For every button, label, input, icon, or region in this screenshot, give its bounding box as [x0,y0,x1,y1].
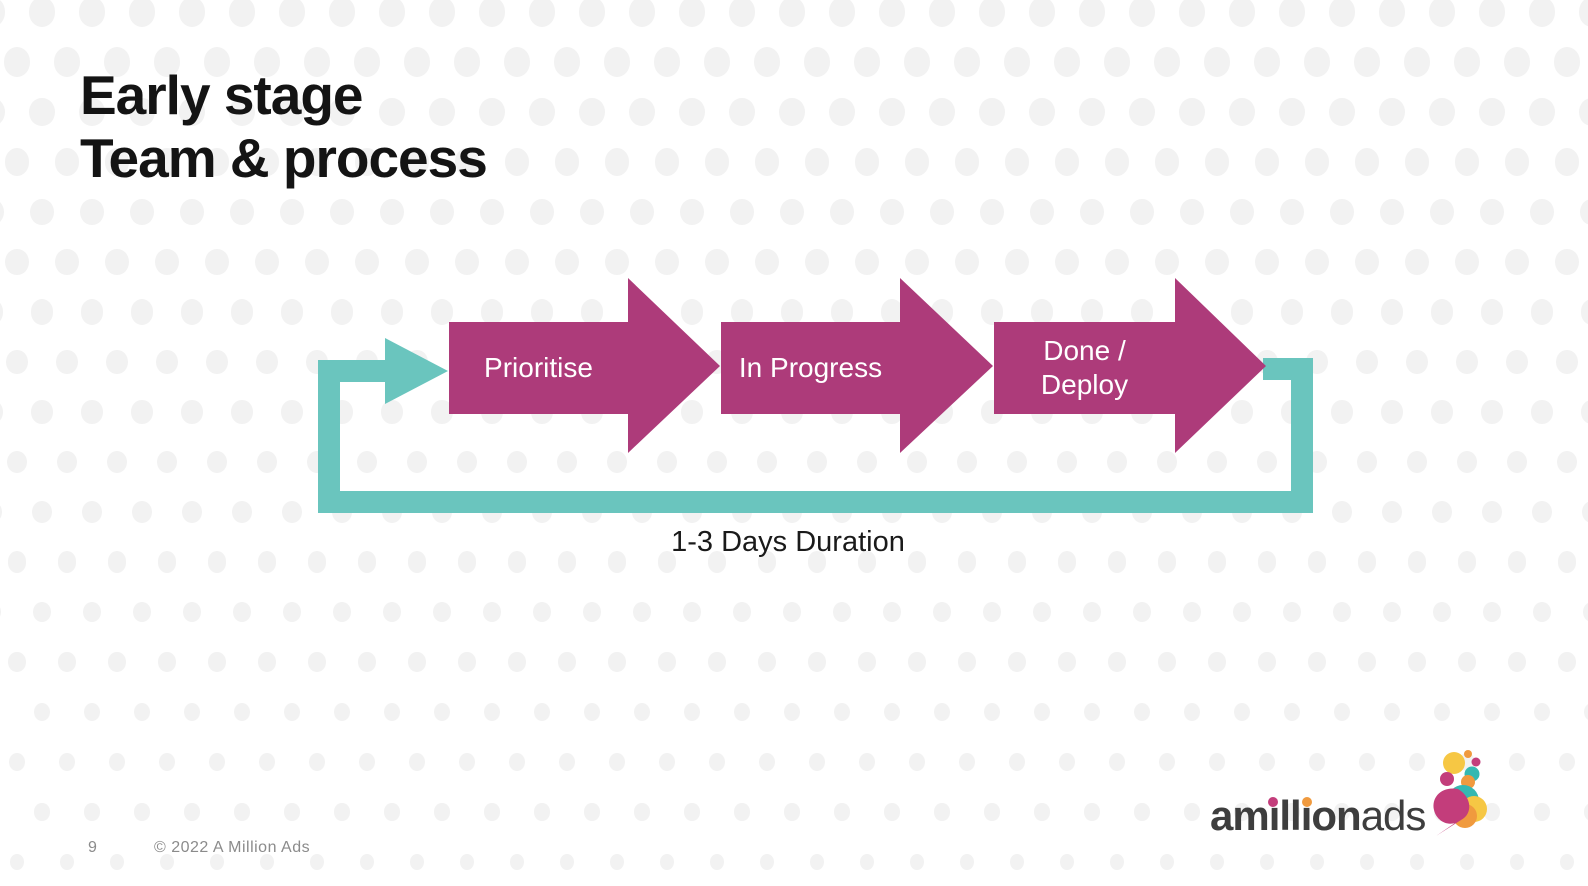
copyright-text: © 2022 A Million Ads [154,839,311,856]
step-label-in-progress: In Progress [738,352,883,383]
logo-i-dot-orange-icon [1302,797,1312,807]
logo-word-ads: ads [1360,792,1427,839]
logo-i-dot-pink-icon [1268,797,1278,807]
loop-arrow-line [318,358,1313,513]
page-number: 9 [88,839,97,856]
logo-word-amillion: amillion [1210,792,1362,839]
amillionads-logo: amillionads [1210,748,1491,840]
loop-duration-caption: 1-3 Days Duration [671,526,905,558]
slide-title-line2: Team & process [80,127,488,189]
step-label-done-deploy: Done / Deploy [1040,335,1129,400]
amillionads-logo-mark-icon [1433,750,1488,836]
slide-title-line1: Early stage [80,64,364,126]
loop-arrowhead-icon [385,338,448,404]
step-label-prioritise: Prioritise [484,352,593,383]
slide-title: Early stage Team & process [80,64,488,190]
amillionads-logo-text: amillionads [1210,792,1427,840]
